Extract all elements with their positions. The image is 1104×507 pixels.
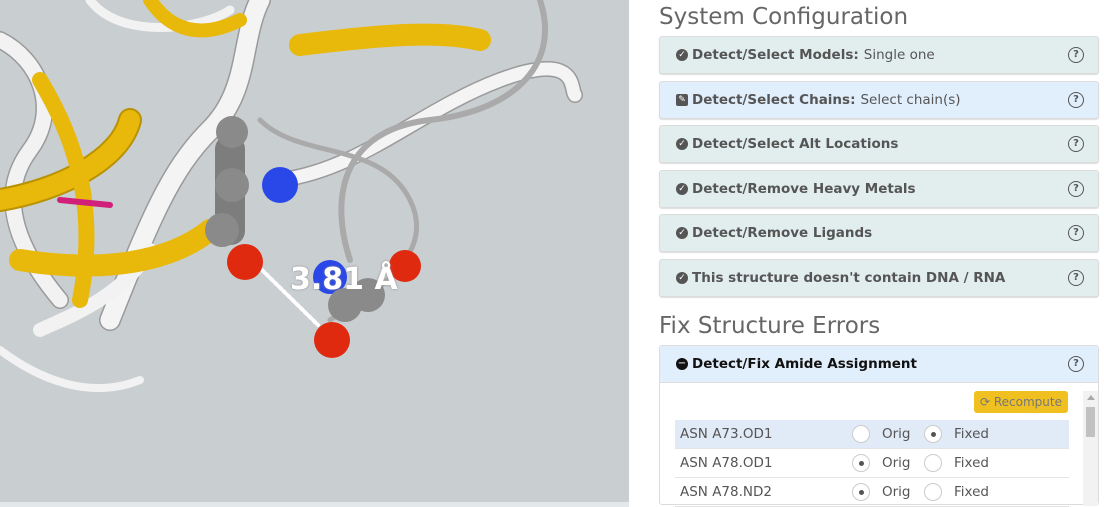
- fixed-label: Fixed: [954, 483, 989, 500]
- fixed-radio[interactable]: [924, 482, 942, 501]
- fixed-radio[interactable]: [924, 453, 942, 472]
- scroll-up-icon[interactable]: [1087, 394, 1095, 400]
- residue-name: ASN A78.ND2: [680, 483, 772, 500]
- distance-label: 3.81 Å: [290, 262, 398, 297]
- step-value: Single one: [863, 47, 935, 63]
- orig-radio[interactable]: [852, 482, 870, 501]
- minus-circle-icon: −: [676, 357, 688, 370]
- help-icon[interactable]: ?: [1068, 47, 1084, 63]
- step-label: Detect/Select Models:: [692, 47, 859, 63]
- orig-label: Orig: [882, 454, 911, 471]
- orig-radio[interactable]: [852, 424, 870, 443]
- step-label: Detect/Select Chains:: [692, 91, 856, 108]
- help-icon[interactable]: ?: [1068, 91, 1084, 108]
- fixed-label: Fixed: [954, 425, 989, 442]
- check-circle-icon: ✓: [676, 271, 688, 284]
- molecule-3d-viewer[interactable]: 3.81 Å: [0, 0, 629, 507]
- step-label: This structure doesn't contain DNA / RNA: [692, 269, 1006, 286]
- check-circle-icon: ✓: [676, 182, 688, 195]
- amide-row: ASN A73.OD1 Orig Fixed: [675, 419, 1069, 449]
- amide-panel-header[interactable]: − Detect/Fix Amide Assignment ?: [660, 345, 1098, 383]
- edit-icon: ✎: [676, 93, 688, 106]
- scrollbar[interactable]: [1083, 390, 1098, 506]
- fixed-label: Fixed: [954, 454, 989, 471]
- step-label: Detect/Select Alt Locations: [692, 136, 899, 152]
- check-circle-icon: ✓: [676, 227, 688, 239]
- residue-name: ASN A73.OD1: [680, 425, 773, 442]
- viewer-bottom-bar: [0, 502, 629, 507]
- config-step-1[interactable]: ✎ Detect/Select Chains:Select chain(s)?: [659, 80, 1099, 119]
- recompute-label: Recompute: [993, 394, 1062, 409]
- side-panel: System Configuration ✓ Detect/Select Mode…: [659, 0, 1099, 507]
- help-icon[interactable]: ?: [1068, 269, 1084, 286]
- residue-name: ASN A78.OD1: [680, 454, 773, 471]
- help-icon[interactable]: ?: [1068, 225, 1084, 241]
- help-icon[interactable]: ?: [1068, 180, 1084, 197]
- orig-label: Orig: [882, 425, 911, 442]
- config-step-2[interactable]: ✓ Detect/Select Alt Locations?: [659, 125, 1099, 163]
- refresh-icon: ⟳: [980, 394, 994, 409]
- system-configuration-title: System Configuration: [659, 4, 909, 30]
- scrollbar-thumb[interactable]: [1086, 406, 1095, 437]
- fixed-radio[interactable]: [924, 424, 942, 443]
- step-label: Detect/Remove Heavy Metals: [692, 180, 916, 197]
- check-circle-icon: ✓: [676, 49, 688, 61]
- config-step-5[interactable]: ✓ This structure doesn't contain DNA / RN…: [659, 258, 1099, 297]
- recompute-button[interactable]: ⟳ Recompute: [974, 390, 1068, 413]
- step-label: Detect/Remove Ligands: [692, 225, 873, 241]
- help-icon[interactable]: ?: [1068, 136, 1084, 152]
- step-value: Select chain(s): [860, 91, 961, 108]
- config-step-4[interactable]: ✓ Detect/Remove Ligands?: [659, 214, 1099, 252]
- amide-assignment-panel: − Detect/Fix Amide Assignment ? ⟳ Recomp…: [659, 344, 1099, 507]
- check-circle-icon: ✓: [676, 138, 688, 150]
- fix-structure-errors-title: Fix Structure Errors: [659, 312, 881, 339]
- orig-radio[interactable]: [852, 453, 870, 472]
- amide-row: ASN A78.OD1 Orig Fixed: [675, 449, 1069, 478]
- orig-label: Orig: [882, 483, 911, 500]
- config-step-3[interactable]: ✓ Detect/Remove Heavy Metals?: [659, 169, 1099, 208]
- amide-panel-title: Detect/Fix Amide Assignment: [692, 355, 917, 372]
- amide-row: ASN A78.ND2 Orig Fixed: [675, 478, 1069, 507]
- help-icon[interactable]: ?: [1068, 355, 1084, 372]
- molecule-render: [0, 0, 583, 392]
- config-step-0[interactable]: ✓ Detect/Select Models:Single one?: [659, 36, 1099, 74]
